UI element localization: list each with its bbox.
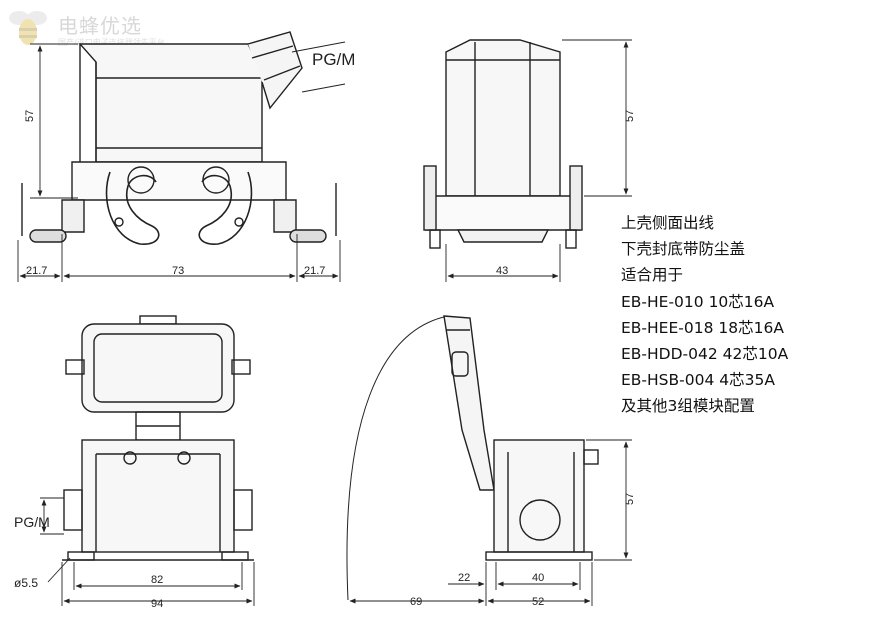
- note-line: EB-HSB-004 4芯35A: [621, 371, 775, 390]
- note-line: EB-HEE-018 18芯16A: [621, 318, 784, 337]
- spec-notes: 上壳侧面出线 下壳封底带防尘盖 适合用于 EB-HE-010 10芯16A EB…: [621, 210, 788, 420]
- dim-right-width: 52: [532, 596, 544, 608]
- hole-diameter-label: ø5.5: [14, 576, 38, 590]
- pgm-left-label: PG/M: [14, 514, 50, 530]
- dim-front-width: 73: [172, 265, 184, 277]
- dim-front-height: 57: [24, 110, 36, 122]
- dim-side-width: 43: [496, 265, 508, 277]
- logo-name: 电蜂优选: [58, 14, 142, 38]
- note-line: EB-HDD-042 42芯10A: [621, 345, 789, 364]
- side-view: [423, 39, 583, 249]
- note-line: 及其他3组模块配置: [621, 397, 755, 416]
- dim-right-swing: 69: [410, 596, 422, 608]
- bottom-view: [62, 315, 254, 561]
- right-dimensions: [349, 439, 632, 606]
- front-dimensions: [17, 41, 346, 282]
- dim-front-right-ext: 21.7: [304, 265, 325, 277]
- note-line: 适合用于: [621, 266, 684, 285]
- dim-side-height: 57: [624, 110, 636, 122]
- bottom-dimensions: [40, 497, 255, 606]
- bee-logo-icon: [9, 11, 47, 45]
- dim-right-offset: 22: [458, 572, 470, 584]
- note-line: 下壳封底带防尘盖: [621, 240, 746, 259]
- brand-logo: 电蜂优选 国产/进口电子连接器领先平台: [6, 6, 166, 50]
- dim-right-height: 57: [624, 493, 636, 505]
- dim-front-left-ext: 21.7: [26, 265, 47, 277]
- right-view: [346, 315, 599, 601]
- dim-right-inner: 40: [532, 572, 544, 584]
- dim-bottom-outer: 94: [151, 598, 163, 610]
- note-line: EB-HE-010 10芯16A: [621, 292, 775, 311]
- logo-tagline: 国产/进口电子连接器领先平台: [58, 38, 165, 47]
- pgm-top-label: PG/M: [312, 50, 355, 69]
- dim-bottom-inner: 82: [151, 574, 163, 586]
- side-dimensions: [445, 39, 632, 282]
- front-view: [21, 31, 337, 245]
- note-line: 上壳侧面出线: [621, 214, 715, 232]
